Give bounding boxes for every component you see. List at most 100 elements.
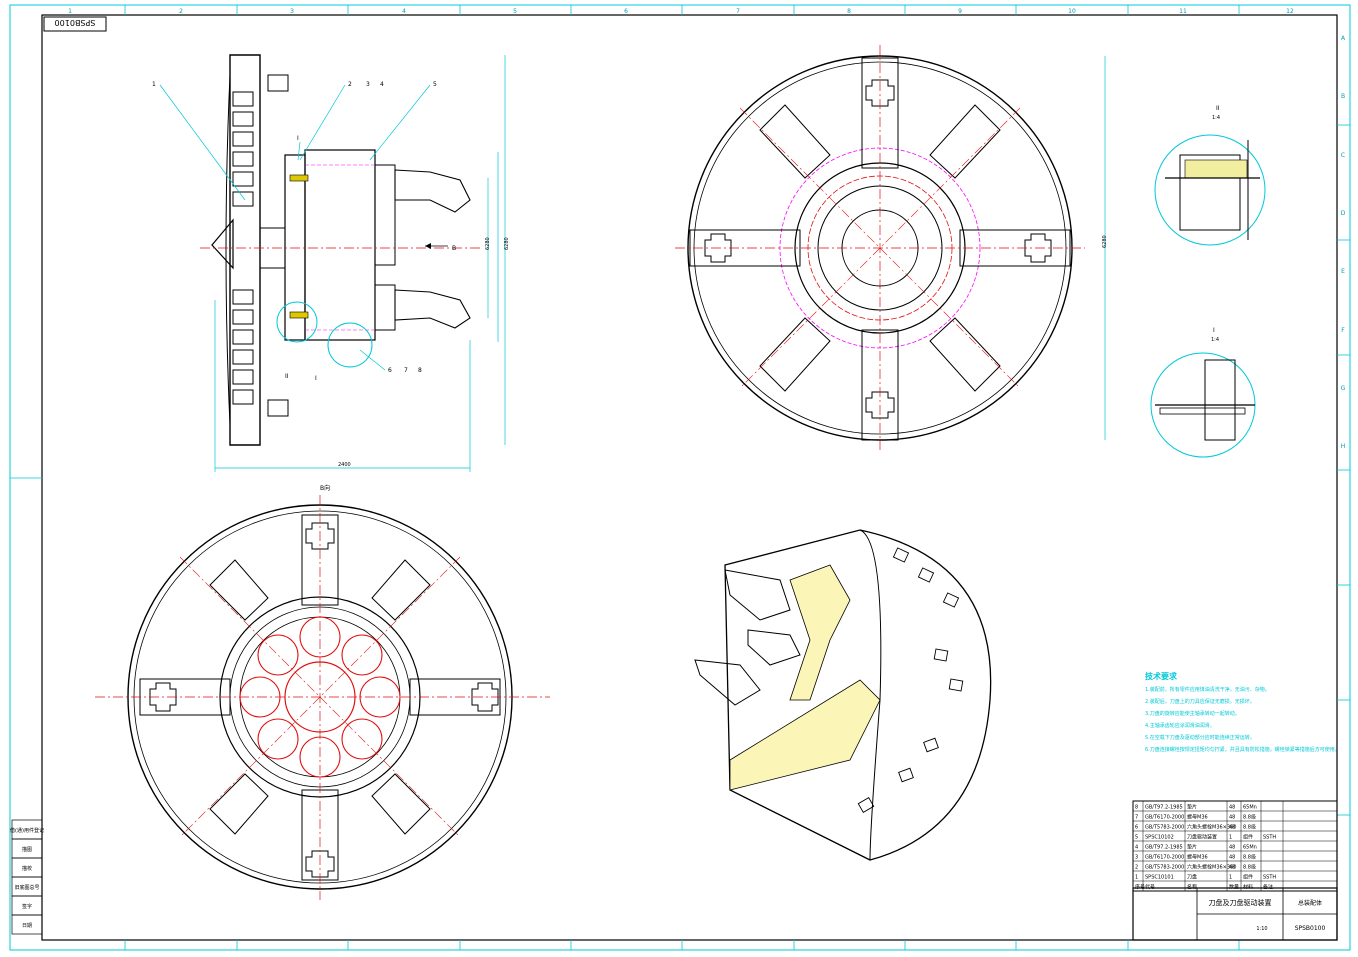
bom-cell-name: 六角头螺栓M36×360 <box>1187 824 1236 831</box>
arrow-label-B: B <box>452 245 456 252</box>
bom-cell-no: 3 <box>1135 855 1138 861</box>
title-block: 刀盘及刀盘驱动装置 总装配体 1:10 SPSB0100 <box>1132 887 1338 941</box>
front-view: 6280 <box>675 45 1108 450</box>
bom-cell-qty: 48 <box>1229 825 1235 831</box>
bom-cell-qty: 48 <box>1229 865 1235 871</box>
svg-text:3.刀盘的旋转应能使主轴承转动一起转动。: 3.刀盘的旋转应能使主轴承转动一起转动。 <box>1145 710 1240 717</box>
bom-cell-no: 8 <box>1135 805 1138 811</box>
callout-2: 2 <box>348 81 352 88</box>
col-3: 3 <box>290 8 294 15</box>
title-scale: 1:10 <box>1256 926 1267 932</box>
bom-cell-name: 垫片 <box>1187 804 1197 811</box>
bom-cell-code: GB/T5783-2000 <box>1145 825 1184 831</box>
dim-diameter: 6280 <box>1102 235 1108 248</box>
zone-row-letters-right: A B C D E F G H <box>1341 35 1346 450</box>
bom-cell-no: 2 <box>1135 865 1138 871</box>
bom-cell-code: SPSC10101 <box>1145 875 1174 881</box>
callout-section-I-top: I <box>297 135 299 142</box>
rear-view-b: B向 <box>95 484 550 900</box>
bom-cell-code: GB/T97.2-1985 <box>1145 805 1183 811</box>
bom-cell-code: GB/T5783-2000 <box>1145 865 1184 871</box>
bom-cell-mat: 组件 <box>1243 834 1253 841</box>
svg-text:2.装配后，刀盘上的刀具应保证无磨损，无损坏。: 2.装配后，刀盘上的刀具应保证无磨损，无损坏。 <box>1145 698 1255 705</box>
zone-column-numbers-top: 1 2 3 4 5 6 7 8 9 10 11 12 <box>68 8 1294 15</box>
bom-cell-mat: 65Mn <box>1243 805 1257 811</box>
detail-i-view: I 1:4 <box>1150 327 1256 458</box>
bom-cell-mat: 8.8级 <box>1243 824 1256 831</box>
stamp-item: 描校 <box>22 865 32 872</box>
bom-cell-mat: 8.8级 <box>1243 864 1256 871</box>
stamp-item: 日期 <box>22 923 32 929</box>
bom-cell-mat: 8.8级 <box>1243 854 1256 861</box>
svg-text:G: G <box>1341 385 1346 392</box>
bom-cell-name: 六角头螺栓M36×360 <box>1187 864 1236 871</box>
bom-cell-no: 1 <box>1135 875 1138 881</box>
svg-text:B: B <box>1341 93 1345 100</box>
col-11: 11 <box>1179 8 1187 15</box>
tech-req-heading: 技术要求 <box>1145 671 1178 681</box>
view-label-b: B向 <box>320 484 330 492</box>
svg-text:6.刀盘连接螺栓按规定扭矩均匀拧紧，并且具有防松措施，螺栓锁: 6.刀盘连接螺栓按规定扭矩均匀拧紧，并且具有防松措施，螺栓锁紧等措施后方可使用。 <box>1145 746 1340 753</box>
svg-text:A: A <box>1341 35 1346 42</box>
bom-cell-code: GB/T6170-2000 <box>1145 815 1184 821</box>
callout-3: 3 <box>366 81 370 88</box>
callout-5: 5 <box>433 81 437 88</box>
callout-7: 7 <box>404 367 408 374</box>
bom-header-qty: 数量 <box>1229 884 1239 891</box>
technical-requirements: 技术要求 1.装配前，所有零件应用煤油清洗干净，无油污、杂物。 2.装配后，刀盘… <box>1145 671 1340 753</box>
stamp-item: 借(通)用件登记 <box>10 827 44 834</box>
bom-cell-no: 5 <box>1135 835 1138 841</box>
stamp-item: 旧底图总号 <box>14 884 39 891</box>
bom-header-code: 代号 <box>1145 884 1155 891</box>
svg-text:D: D <box>1341 210 1346 217</box>
svg-text:1:4: 1:4 <box>1212 115 1220 121</box>
bom-cell-qty: 1 <box>1229 835 1232 841</box>
bom-cell-code: SPSC10102 <box>1145 835 1174 841</box>
callout-6: 6 <box>388 367 392 374</box>
sheet-inner-border <box>41 14 1338 941</box>
svg-text:5.在空载下刀盘及驱动部分应时能连续正常运转。: 5.在空载下刀盘及驱动部分应时能连续正常运转。 <box>1145 734 1255 741</box>
bom-cell-name: 螺母M36 <box>1187 854 1208 861</box>
bom-cell-qty: 1 <box>1229 875 1232 881</box>
bom-cell-name: 刀盘 <box>1187 874 1197 881</box>
col-10: 10 <box>1068 8 1076 15</box>
col-4: 4 <box>402 8 406 15</box>
bom-cell-code: GB/T97.2-1985 <box>1145 845 1183 851</box>
side-elevation-view: 1 2 3 4 5 6 7 8 I II I B 2400 6280 6280 <box>152 54 510 472</box>
svg-text:F: F <box>1341 327 1345 334</box>
col-2: 2 <box>179 8 183 15</box>
dim-overall-width: 2400 <box>338 462 351 468</box>
callout-II: II <box>285 373 289 380</box>
detail-ii-view: II 1:4 <box>1154 105 1266 246</box>
svg-text:4.主轴承齿轮应涂润滑油润滑。: 4.主轴承齿轮应涂润滑油润滑。 <box>1145 722 1215 729</box>
svg-text:H: H <box>1341 443 1346 450</box>
bom-cell-note: SSTH <box>1263 875 1276 881</box>
title-drawing-number: SPSB0100 <box>1295 925 1326 932</box>
bom-cell-code: GB/T6170-2000 <box>1145 855 1184 861</box>
svg-text:C: C <box>1341 152 1345 159</box>
dim-height-left: 6280 <box>485 237 491 250</box>
col-12: 12 <box>1286 8 1294 15</box>
bom-cell-name: 垫片 <box>1187 844 1197 851</box>
bom-cell-qty: 48 <box>1229 805 1235 811</box>
callout-4: 4 <box>380 81 384 88</box>
bom-cell-name: 刀盘驱动装置 <box>1187 834 1217 841</box>
col-9: 9 <box>958 8 962 15</box>
col-7: 7 <box>736 8 740 15</box>
bom-cell-qty: 48 <box>1229 845 1235 851</box>
isometric-view <box>694 529 992 861</box>
col-8: 8 <box>847 8 851 15</box>
callout-1: 1 <box>152 81 156 88</box>
bom-header-no: 序号 <box>1135 884 1145 891</box>
title-main: 刀盘及刀盘驱动装置 <box>1209 898 1272 907</box>
drawing-number-stamp <box>43 16 107 32</box>
bom-header-note: 备注 <box>1263 884 1273 891</box>
svg-text:1.装配前，所有零件应用煤油清洗干净，无油污、杂物。: 1.装配前，所有零件应用煤油清洗干净，无油污、杂物。 <box>1145 686 1270 693</box>
svg-text:II: II <box>1216 105 1220 112</box>
bom-cell-qty: 48 <box>1229 815 1235 821</box>
col-6: 6 <box>624 8 628 15</box>
callout-I: I <box>315 375 317 382</box>
svg-text:E: E <box>1341 268 1345 275</box>
